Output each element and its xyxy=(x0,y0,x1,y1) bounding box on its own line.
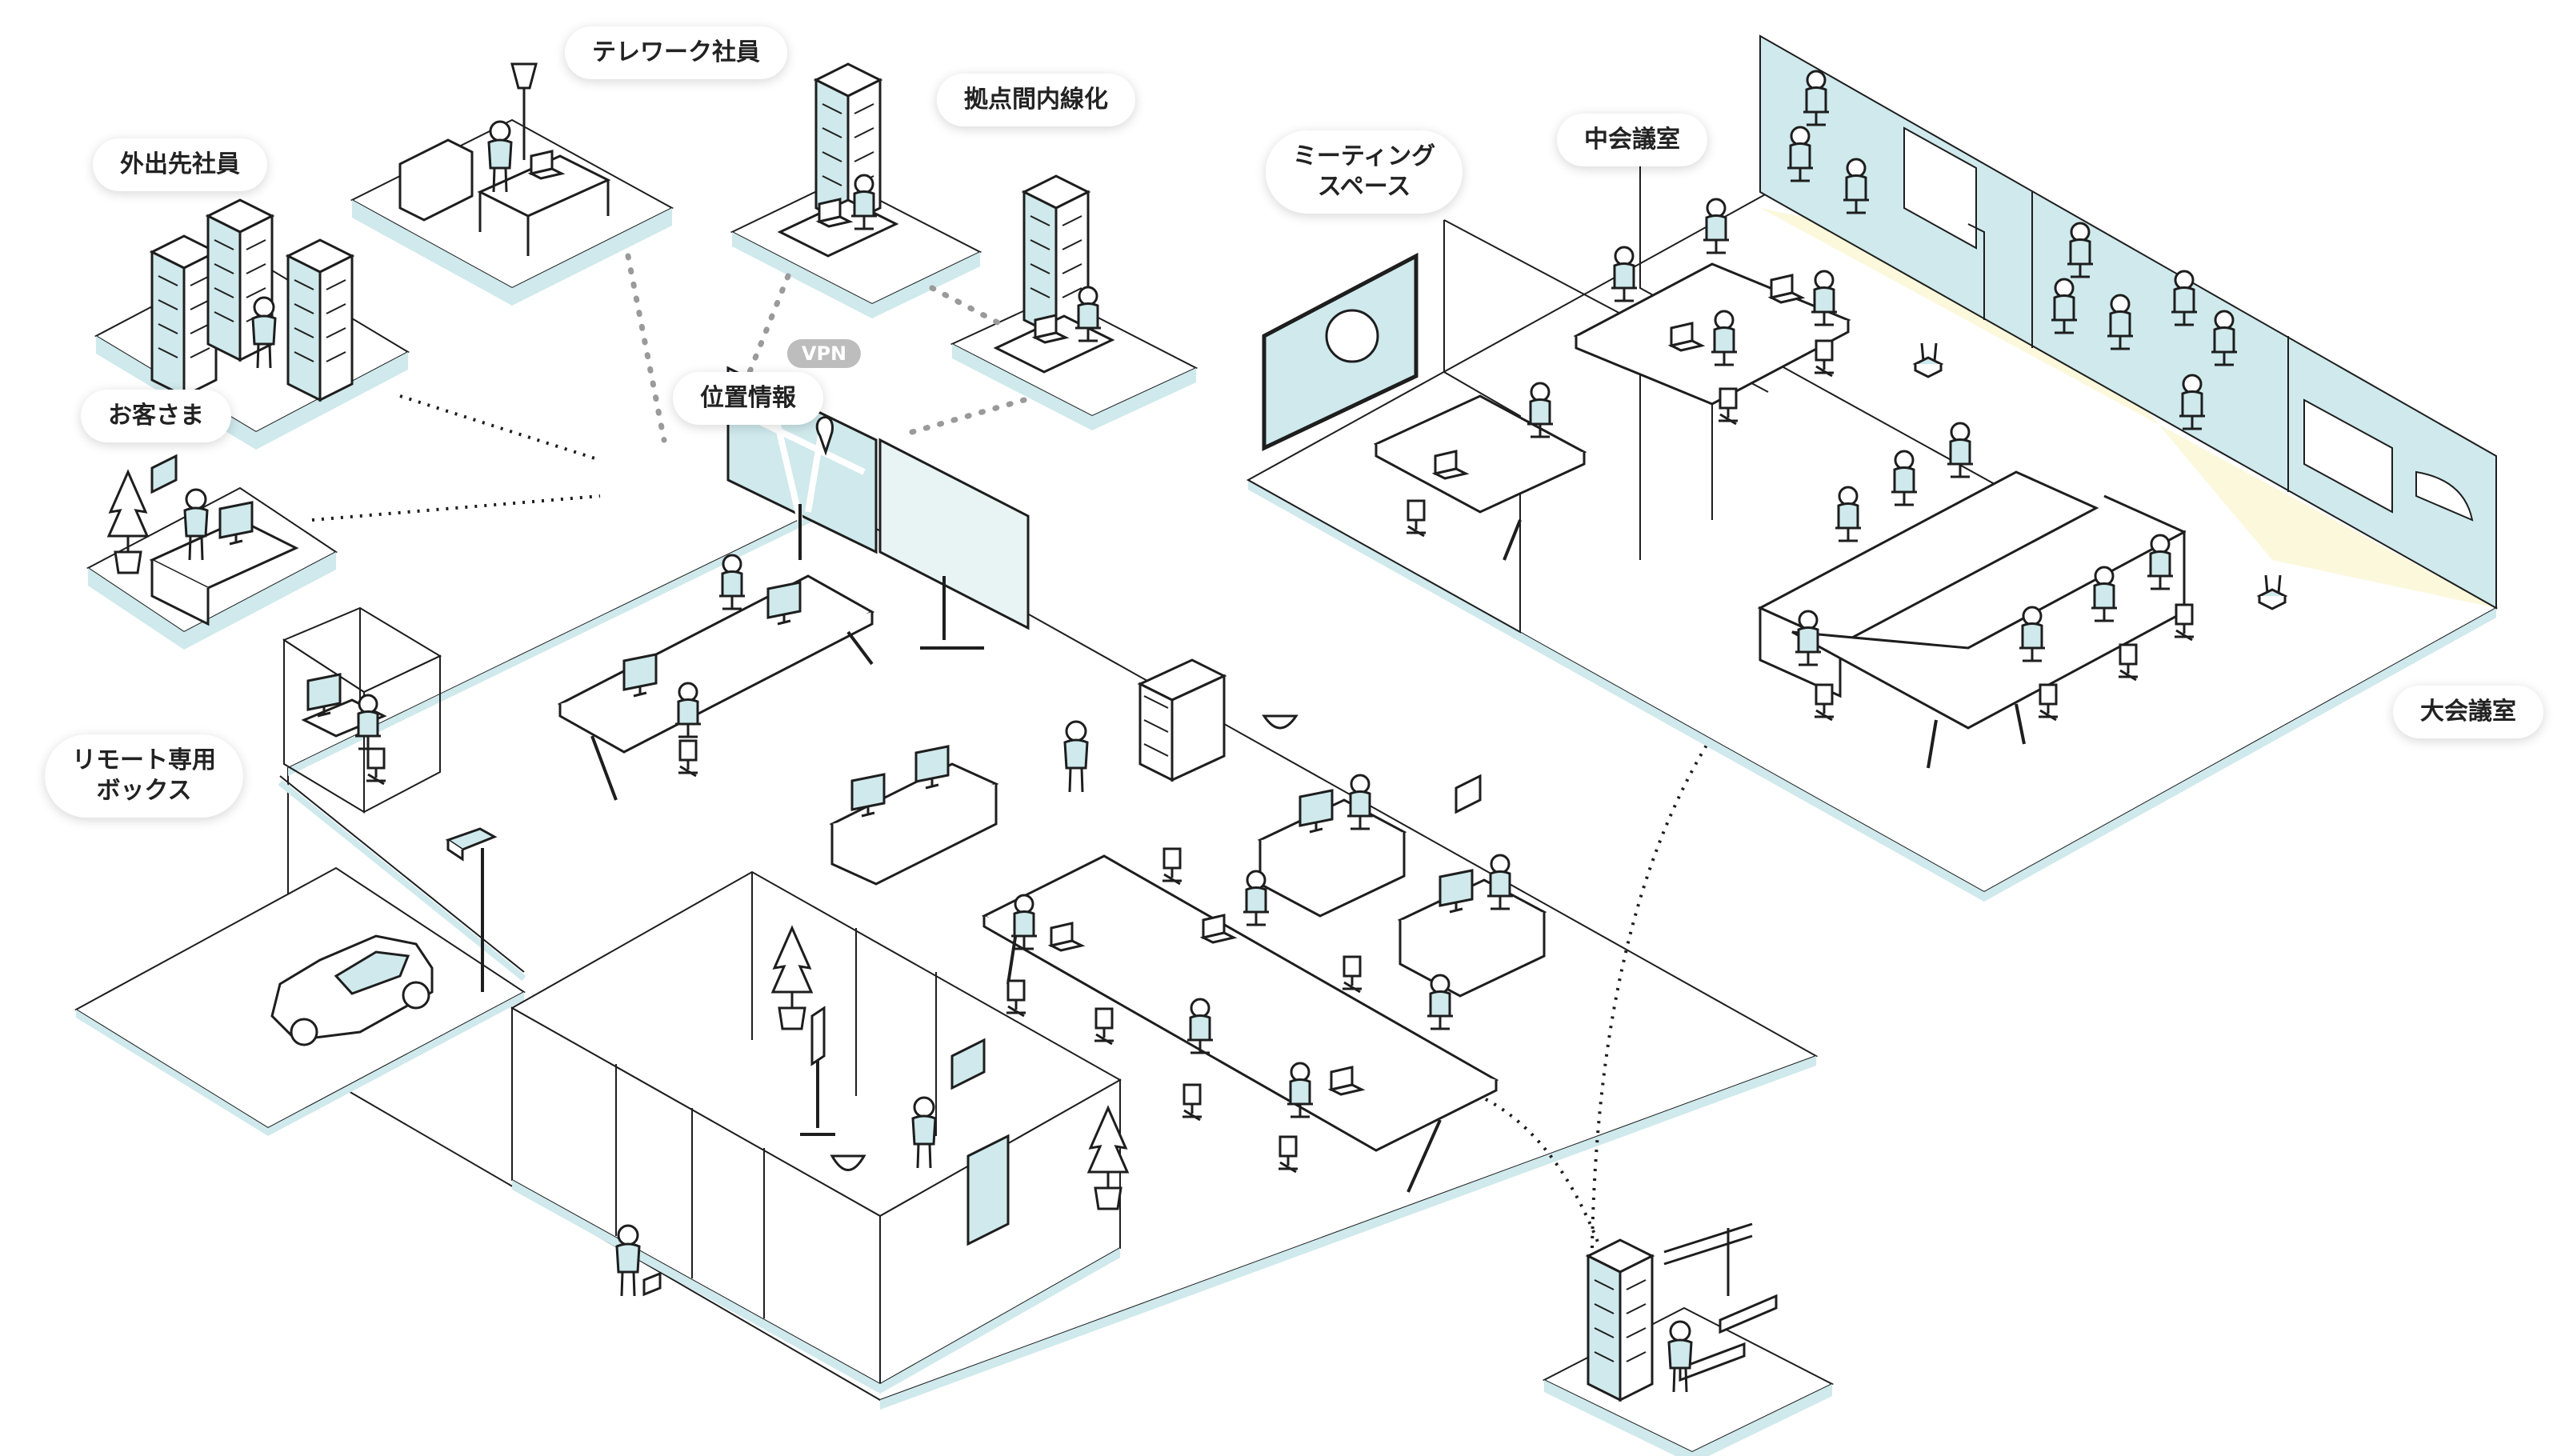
reception-desks xyxy=(1257,774,1547,998)
inter-site-platform-1 xyxy=(730,62,982,318)
construction-site xyxy=(1542,1222,1835,1456)
label-customer: お客さま xyxy=(81,390,231,442)
label-outside: 外出先社員 xyxy=(93,138,267,191)
label-meeting-space: ミーティング スペース xyxy=(1265,130,1463,214)
shared-work-table xyxy=(981,847,1499,1193)
speaker-icon xyxy=(1262,714,1299,730)
vpn-badge: VPN xyxy=(786,339,862,368)
label-inter-site-text: 拠点間内線化 xyxy=(964,86,1108,114)
lobby-glass-room xyxy=(510,870,1129,1394)
remote-booth xyxy=(282,606,442,814)
label-large-meeting-room-text: 大会議室 xyxy=(2420,698,2516,726)
conference-floor xyxy=(1246,34,2499,902)
car-icon xyxy=(270,934,434,1046)
label-customer-text: お客さま xyxy=(108,402,204,430)
label-remote-box-line2: ボックス xyxy=(96,777,192,805)
network-connections xyxy=(311,253,1810,1249)
printer-icon xyxy=(1137,658,1227,782)
label-mid-meeting-room-text: 中会議室 xyxy=(1584,126,1680,154)
label-outside-text: 外出先社員 xyxy=(120,150,240,178)
camera-icon xyxy=(445,827,498,992)
label-mid-meeting-room: 中会議室 xyxy=(1557,114,1707,166)
label-remote-box-line1: リモート専用 xyxy=(72,746,216,774)
dual-monitor-desk xyxy=(829,745,999,886)
label-inter-site: 拠点間内線化 xyxy=(937,74,1135,126)
workstation-cluster xyxy=(557,554,875,801)
signage-icon xyxy=(966,1134,1010,1246)
label-meeting-space-line1: ミーティング xyxy=(1292,142,1436,170)
label-meeting-space-line2: スペース xyxy=(1317,173,1411,201)
label-telework: テレワーク社員 xyxy=(565,26,787,79)
label-location-text: 位置情報 xyxy=(700,384,796,412)
label-telework-text: テレワーク社員 xyxy=(592,38,760,66)
inter-site-platform-2 xyxy=(950,174,1198,430)
label-location: 位置情報 xyxy=(673,372,823,425)
customer-platform xyxy=(86,454,338,650)
telework-platform xyxy=(350,62,674,306)
vpn-badge-text: VPN xyxy=(801,342,847,365)
label-large-meeting-room: 大会議室 xyxy=(2393,686,2543,738)
label-remote-box: リモート専用 ボックス xyxy=(45,734,243,818)
